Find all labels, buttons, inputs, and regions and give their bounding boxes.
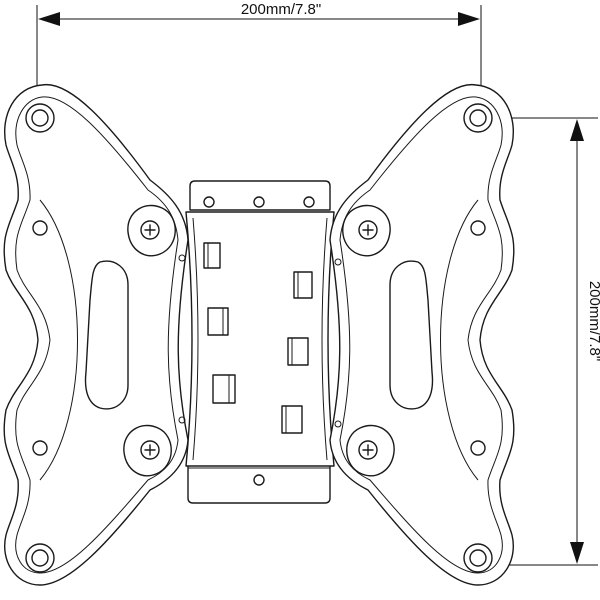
plate-edge-screw-left-lower	[178, 416, 186, 424]
left-arm-hole-mid-lower	[32, 440, 48, 456]
right-arm-screw-bottom	[346, 424, 395, 477]
right-arm-hole-mid-upper	[470, 220, 486, 236]
left-arm-inner-outline	[15, 96, 179, 574]
horizontal-label-background	[222, 2, 340, 18]
arrow-up-icon	[570, 119, 584, 141]
right-arm-screw-top	[342, 204, 391, 257]
plate-slot-right-3	[281, 405, 303, 434]
left-arm-hole-top	[25, 103, 55, 133]
plate-slot-right-1	[293, 271, 313, 299]
left-arm-inner-arc	[39, 199, 78, 481]
left-arm-screw-bottom	[123, 424, 172, 477]
right-arm-outline	[329, 84, 515, 586]
left-arm-outline	[3, 84, 189, 586]
arrow-down-icon	[570, 542, 584, 564]
plate-top-hole-right	[303, 196, 315, 208]
left-arm-hole-bottom	[25, 543, 55, 573]
plate-top-hole-left	[203, 196, 215, 208]
arrow-left-icon	[38, 12, 60, 26]
left-arm-screw-top	[127, 204, 176, 257]
right-arm-hole-bottom	[463, 543, 493, 573]
vertical-label-background	[583, 262, 599, 380]
right-mounting-arm	[329, 84, 515, 586]
plate-edge-screw-right-lower	[334, 420, 342, 428]
vertical-dimension-label: 200mm/7.8"	[586, 281, 600, 361]
plate-slot-left-3	[212, 374, 236, 404]
plate-top-hole-center	[253, 196, 265, 208]
plate-inner-edge-right	[321, 217, 328, 461]
plate-bottom-hole	[253, 474, 265, 486]
vertical-dimension: 200mm/7.8"	[488, 117, 600, 566]
plate-edge-screw-left-upper	[178, 254, 186, 262]
center-wall-plate	[185, 180, 335, 504]
plate-top-tab	[189, 180, 331, 211]
plate-bottom-tab	[187, 461, 331, 504]
plate-inner-edge-left	[192, 217, 199, 461]
left-mounting-arm	[3, 84, 189, 586]
right-arm-hole-mid-lower	[470, 440, 486, 456]
horizontal-dimension: 200mm/7.8"	[36, 1, 482, 120]
horizontal-dimension-label: 200mm/7.8"	[241, 1, 321, 18]
plate-slot-right-2	[287, 337, 309, 366]
arrow-right-icon	[458, 12, 480, 26]
plate-slot-left-2	[207, 307, 229, 336]
right-arm-slot	[389, 260, 434, 410]
right-arm-hole-top	[463, 103, 493, 133]
left-arm-slot	[84, 260, 129, 410]
left-arm-hole-mid-upper	[32, 220, 48, 236]
plate-slot-left-1	[203, 242, 221, 269]
right-arm-inner-arc	[440, 199, 479, 481]
right-arm-inner-outline	[339, 96, 503, 574]
plate-edge-screw-right-upper	[334, 258, 342, 266]
